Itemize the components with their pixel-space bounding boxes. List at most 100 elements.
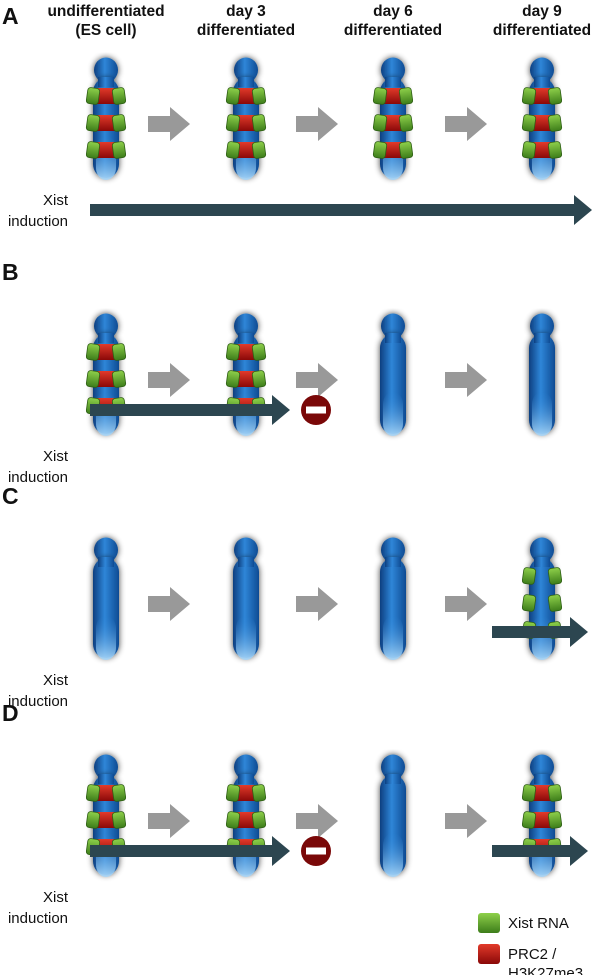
legend-label-line: H3K27me3 [508, 965, 583, 975]
chromosome-marked [521, 57, 563, 180]
xist-induction-label-line: induction [8, 213, 68, 230]
xist-rna-coat [225, 343, 241, 361]
xist-rna-coat [225, 87, 241, 105]
chromosome-marked [225, 313, 267, 436]
stop-sign-bar [306, 406, 326, 414]
chromosome-tip-highlight [96, 616, 116, 660]
xist-rna-coat [111, 141, 127, 159]
chromosome-centromere [385, 774, 401, 784]
gray-step-arrow [445, 804, 487, 838]
chromosome-head [530, 57, 554, 83]
xist-rna-coat [547, 141, 563, 159]
gray-step-arrow [296, 587, 338, 621]
chromosome-plain [529, 313, 555, 436]
stage-header-2: day 6 differentiated [344, 3, 442, 39]
xist-rna-coat [111, 343, 127, 361]
xist-induction-label-line: Xist [43, 672, 69, 689]
induction-arrow-head [272, 395, 290, 425]
gray-step-arrow [296, 363, 338, 397]
dark-induction-arrow [492, 836, 588, 866]
xist-rna-coat [85, 114, 101, 132]
xist-rna-coat [547, 87, 563, 105]
chromosome-head [94, 313, 118, 339]
panel-letter: C [2, 483, 19, 509]
dark-induction-arrow [90, 836, 290, 866]
xist-rna-coat [398, 87, 414, 105]
xist-rna-coat [251, 370, 267, 388]
xist-rna-coat [251, 784, 267, 802]
chromosome-head [381, 754, 405, 780]
xist-rna-coat [111, 114, 127, 132]
dark-induction-arrow [90, 195, 592, 225]
xist-rna-coat [111, 370, 127, 388]
chromosome-tip-highlight [383, 392, 403, 436]
panel-letter: B [2, 259, 19, 285]
legend-label-line: Xist RNA [508, 915, 569, 932]
stop-sign-bar [306, 847, 326, 855]
xist-rna-coat [547, 594, 563, 612]
chromosome-marked [85, 754, 127, 877]
stage-header-line: undifferentiated [47, 3, 164, 20]
induction-arrow-shaft [90, 845, 274, 857]
stage-header-line: day 6 [373, 3, 413, 20]
chromosome-head [234, 57, 258, 83]
xist-rna-coat [225, 811, 241, 829]
chromosome-centromere [238, 774, 254, 784]
chromosome-tip-highlight [236, 616, 256, 660]
xist-induction-label-line: induction [8, 693, 68, 710]
xist-rna-coat [372, 141, 388, 159]
chromosome-tip-highlight [383, 616, 403, 660]
gray-step-arrow [445, 587, 487, 621]
induction-arrow-head [272, 836, 290, 866]
chromosome-centromere [534, 77, 550, 87]
legend-item-xist_rna: Xist RNA [478, 913, 569, 933]
legend: Xist RNA PRC2 / H3K27me3 [478, 913, 583, 975]
stage-header-0: undifferentiated (ES cell) [47, 3, 164, 39]
xist-rna-coat [85, 141, 101, 159]
legend-swatch [478, 913, 500, 933]
induction-arrow-head [574, 195, 592, 225]
gray-step-arrow [445, 363, 487, 397]
chromosome-centromere [98, 77, 114, 87]
stop-sign-icon [301, 395, 331, 425]
xist-rna-coat [372, 87, 388, 105]
xist-rna-coat [521, 567, 537, 585]
xist-rna-coat [521, 141, 537, 159]
xist-rna-coat [251, 87, 267, 105]
xist-rna-coat [547, 811, 563, 829]
stage-header-line: differentiated [344, 22, 442, 39]
xist-induction-label-line: induction [8, 910, 68, 927]
chromosome-plain [380, 754, 406, 877]
dark-induction-arrow [90, 395, 290, 425]
panel-letter: A [2, 3, 19, 29]
xist-rna-coat [251, 141, 267, 159]
chromosome-head [530, 313, 554, 339]
chromosome-centromere [98, 333, 114, 343]
xist-rna-coat [547, 784, 563, 802]
chromosome-centromere [385, 557, 401, 567]
chromosome-centromere [385, 333, 401, 343]
gray-step-arrow [148, 587, 190, 621]
xist-rna-coat [251, 343, 267, 361]
chromosome-xist_only [521, 537, 563, 660]
xist-rna-coat [521, 594, 537, 612]
stage-header-line: (ES cell) [75, 22, 136, 39]
chromosome-head [94, 754, 118, 780]
xist-rna-coat [225, 784, 241, 802]
chromosome-head [381, 537, 405, 563]
dark-induction-arrow [492, 617, 588, 647]
xist-rna-coat [251, 114, 267, 132]
gray-step-arrow [148, 363, 190, 397]
chromosome-head [381, 313, 405, 339]
legend-label-line: PRC2 / [508, 946, 557, 963]
legend-item-prc2_h3k27me3: PRC2 / H3K27me3 [478, 944, 583, 975]
chromosome-centromere [385, 77, 401, 87]
chromosome-marked [521, 754, 563, 877]
induction-arrow-shaft [492, 626, 572, 638]
xist-rna-coat [521, 114, 537, 132]
